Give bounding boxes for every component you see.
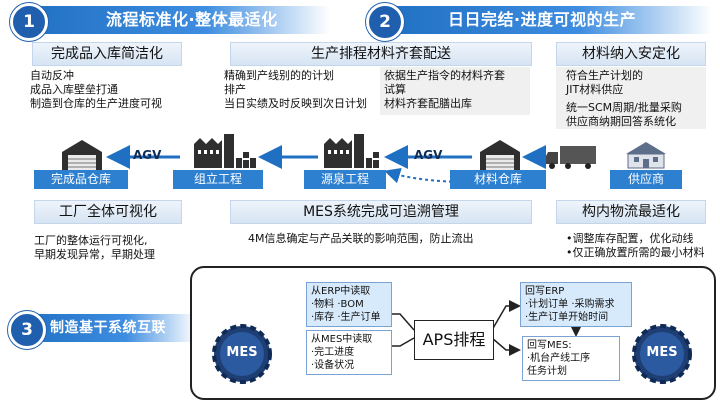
factory-visual-text: 工厂的整体运行可视化, 早期发现异常，早期处理 — [34, 234, 155, 262]
plan-right-text: 依据生产指令的材料齐套 试算 材料齐套配膳出库 — [384, 69, 505, 111]
plan-right-line: 依据生产指令的材料齐套 — [384, 69, 505, 82]
plan-left-text: 精确到产线别的的计划 排产 当日实绩及时反映到次日计划 — [224, 69, 367, 111]
assembly-process-tag: 组立工程 — [173, 170, 263, 189]
mes-trace-text: 4M信息确定与产品关联的影响范围，防止流出 — [248, 232, 474, 246]
section-2-title: 日日完结·进度可视的生产 — [448, 10, 637, 29]
plan-right-line: 试算 — [384, 83, 406, 96]
agv-label: AGV — [414, 148, 443, 162]
mes-write-line: 任务计划 — [527, 366, 567, 377]
erp-write-line: ·计划订单 ·采购需求 — [525, 299, 615, 310]
erp-write-box: 回写ERP ·计划订单 ·采购需求 ·生产订单开始时间 — [520, 282, 632, 327]
finished-storage-line: 成品入库壁垒打通 — [30, 83, 118, 96]
mes-write-box: 回写MES: ·机台产线工序 任务计划 — [522, 336, 620, 381]
supplier-tag: 供应商 — [610, 170, 682, 189]
logistics-line: •调整库存配置，优化动线 — [566, 232, 694, 245]
material-warehouse-tag: 材料仓库 — [450, 170, 546, 189]
logistics-text: •调整库存配置，优化动线 •仅正确放置所需的最小材料 — [566, 232, 705, 260]
erp-write-line: 回写ERP — [525, 286, 565, 297]
mes-trace-line: 4M信息确定与产品关联的影响范围，防止流出 — [248, 232, 474, 245]
connector-arrow — [491, 337, 521, 356]
mes-read-line: ·设备状况 — [311, 360, 355, 371]
material-stable-box — [556, 67, 706, 129]
mes-read-line: ·完工进度 — [311, 347, 355, 358]
plan-header: 生产排程材料齐套配送 — [230, 42, 532, 66]
mes-label: MES — [646, 345, 678, 360]
flow-diagram — [62, 134, 666, 184]
factory-visual-line: 早期发现异常，早期处理 — [34, 248, 155, 261]
mes-label: MES — [226, 345, 258, 360]
warehouse-icon — [480, 140, 520, 170]
material-stable-line: 统一SCM周期/批量采购 — [566, 101, 682, 114]
finished-storage-line: 制造到仓库的生产进度可视 — [30, 97, 162, 110]
logistics-line: •仅正确放置所需的最小材料 — [566, 246, 705, 259]
finished-warehouse-tag: 完成品仓库 — [34, 170, 128, 189]
mes-read-box: 从MES中读取 ·完工进度 ·设备状况 — [306, 330, 392, 375]
mes-gear-icon — [212, 324, 272, 384]
section-3-badge: 3 — [8, 311, 46, 349]
plan-right-box — [380, 67, 530, 115]
section-1-badge: 1 — [10, 3, 48, 41]
plan-left-line: 当日实绩及时反映到次日计划 — [224, 97, 367, 110]
material-stable-line: JIT材料供应 — [566, 83, 624, 96]
material-stable-line: 符合生产计划的 — [566, 69, 643, 82]
material-stable-text: 符合生产计划的 JIT材料供应 统一SCM周期/批量采购 供应商纳期回答系统化 — [566, 69, 682, 129]
finished-storage-text: 自动反冲 成品入库壁垒打通 制造到仓库的生产进度可视 — [30, 69, 162, 111]
factory-visual-line: 工厂的整体运行可视化, — [34, 234, 148, 247]
section-3-band: 制造基干系统互联 — [20, 314, 196, 342]
source-process-tag: 源泉工程 — [304, 170, 386, 189]
section-2-band: 日日完结·进度可视的生产 — [382, 6, 712, 34]
mes-read-line: 从MES中读取 — [311, 334, 373, 345]
section-2-badge: 2 — [366, 3, 404, 41]
finished-storage-line: 自动反冲 — [30, 69, 74, 82]
mes-write-line: 回写MES: — [527, 340, 572, 351]
truck-icon — [546, 146, 596, 169]
finished-storage-header: 完成品入库简洁化 — [32, 42, 182, 66]
agv-label: AGV — [133, 148, 162, 162]
plan-right-line: 材料齐套配膳出库 — [384, 97, 472, 110]
house-icon — [626, 142, 666, 169]
factory-icon — [194, 134, 256, 168]
connector-arrow — [491, 300, 521, 331]
plan-left-line: 精确到产线别的的计划 — [224, 69, 334, 82]
erp-read-line: 从ERP中读取 — [311, 286, 371, 297]
material-stable-header: 材料纳入安定化 — [556, 42, 706, 66]
mes-gear-icon — [632, 324, 692, 384]
section-1-title: 流程标准化·整体最适化 — [106, 10, 278, 29]
factory-visual-header: 工厂全体可视化 — [34, 200, 182, 224]
erp-read-box: 从ERP中读取 ·物料 ·BOM ·库存 ·生产订单 — [306, 282, 392, 327]
erp-write-line: ·生产订单开始时间 — [525, 312, 609, 323]
mes-write-line: ·机台产线工序 — [527, 353, 591, 364]
warehouse-icon — [62, 140, 102, 170]
section-3-title: 制造基干系统互联 — [50, 320, 166, 336]
material-stable-line: 供应商纳期回答系统化 — [566, 115, 676, 128]
mes-trace-header: MES系统完成可追溯管理 — [230, 200, 532, 224]
erp-read-line: ·物料 ·BOM — [311, 299, 364, 310]
integration-diagram — [212, 300, 692, 384]
plan-left-line: 排产 — [224, 83, 246, 96]
aps-box: APS排程 — [414, 320, 494, 360]
factory-icon — [324, 134, 379, 168]
section-1-band: 流程标准化·整体最适化 — [20, 6, 330, 34]
logistics-header: 构内物流最适化 — [556, 200, 706, 224]
erp-read-line: ·库存 ·生产订单 — [311, 312, 381, 323]
